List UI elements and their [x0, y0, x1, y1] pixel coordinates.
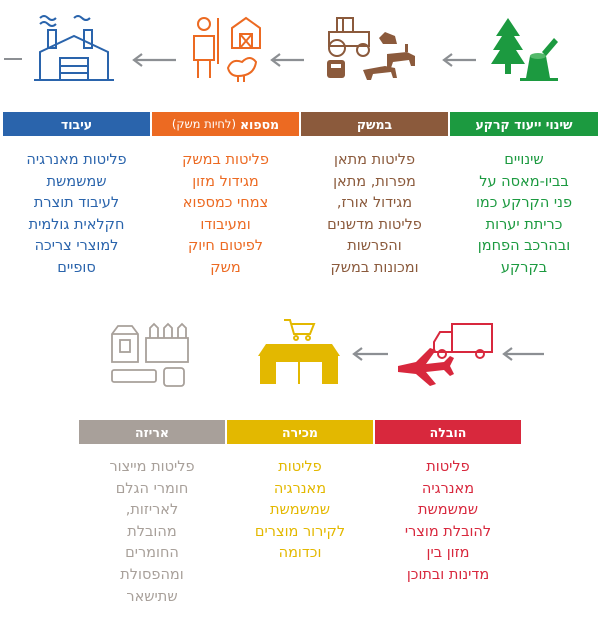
arrow-left-icon — [270, 53, 304, 67]
header-retail: מכירה — [227, 420, 373, 444]
description-feed: פליטות במשק מגידול מזון צמחי כמספוא ומעי… — [182, 152, 269, 276]
flow-continuation-line — [4, 58, 22, 60]
description-processing: פליטות מאנרגיה שמשמשת לעיבוד תוצרת חקלאי… — [26, 152, 127, 276]
header-packaging: אריזה — [79, 420, 225, 444]
tractor-cattle-icon — [327, 17, 415, 80]
header-processing: עיבוד — [3, 112, 150, 136]
description-farm: פליטות מתאן מפרות, מתאן מגידול אורז, פלי… — [327, 152, 422, 276]
arrow-left-icon — [502, 347, 544, 361]
packages-icon — [111, 322, 189, 387]
truck-plane-icon — [398, 323, 493, 386]
store-cart-icon — [258, 319, 340, 384]
description-land-use: שינויים בביו-מאסה על פני הקרקע כמו כריתת… — [475, 152, 573, 276]
arrow-left-icon — [352, 347, 388, 361]
description-transport: פליטות מאנרגיה שמשמשת להובלת מוצרי מזון … — [404, 459, 492, 583]
description-packaging: פליטות מייצור חומרי הגלם לאריזות, מהובלת… — [109, 459, 195, 605]
trees-stump-icon — [491, 18, 558, 81]
farmer-barn-icon — [193, 16, 261, 82]
description-retail: פליטות מאנרגיה שמשמשת לקירור מוצרים וכדו… — [254, 459, 346, 562]
header-farm: במשק — [301, 112, 448, 136]
factory-icon — [34, 15, 114, 81]
arrow-left-icon — [132, 53, 176, 67]
arrow-left-icon — [442, 53, 476, 67]
header-transport: הובלה — [375, 420, 521, 444]
header-feed: מספוא(לחיות משק) — [152, 112, 299, 136]
header-land-use: שינוי ייעוד קרקע — [450, 112, 598, 136]
